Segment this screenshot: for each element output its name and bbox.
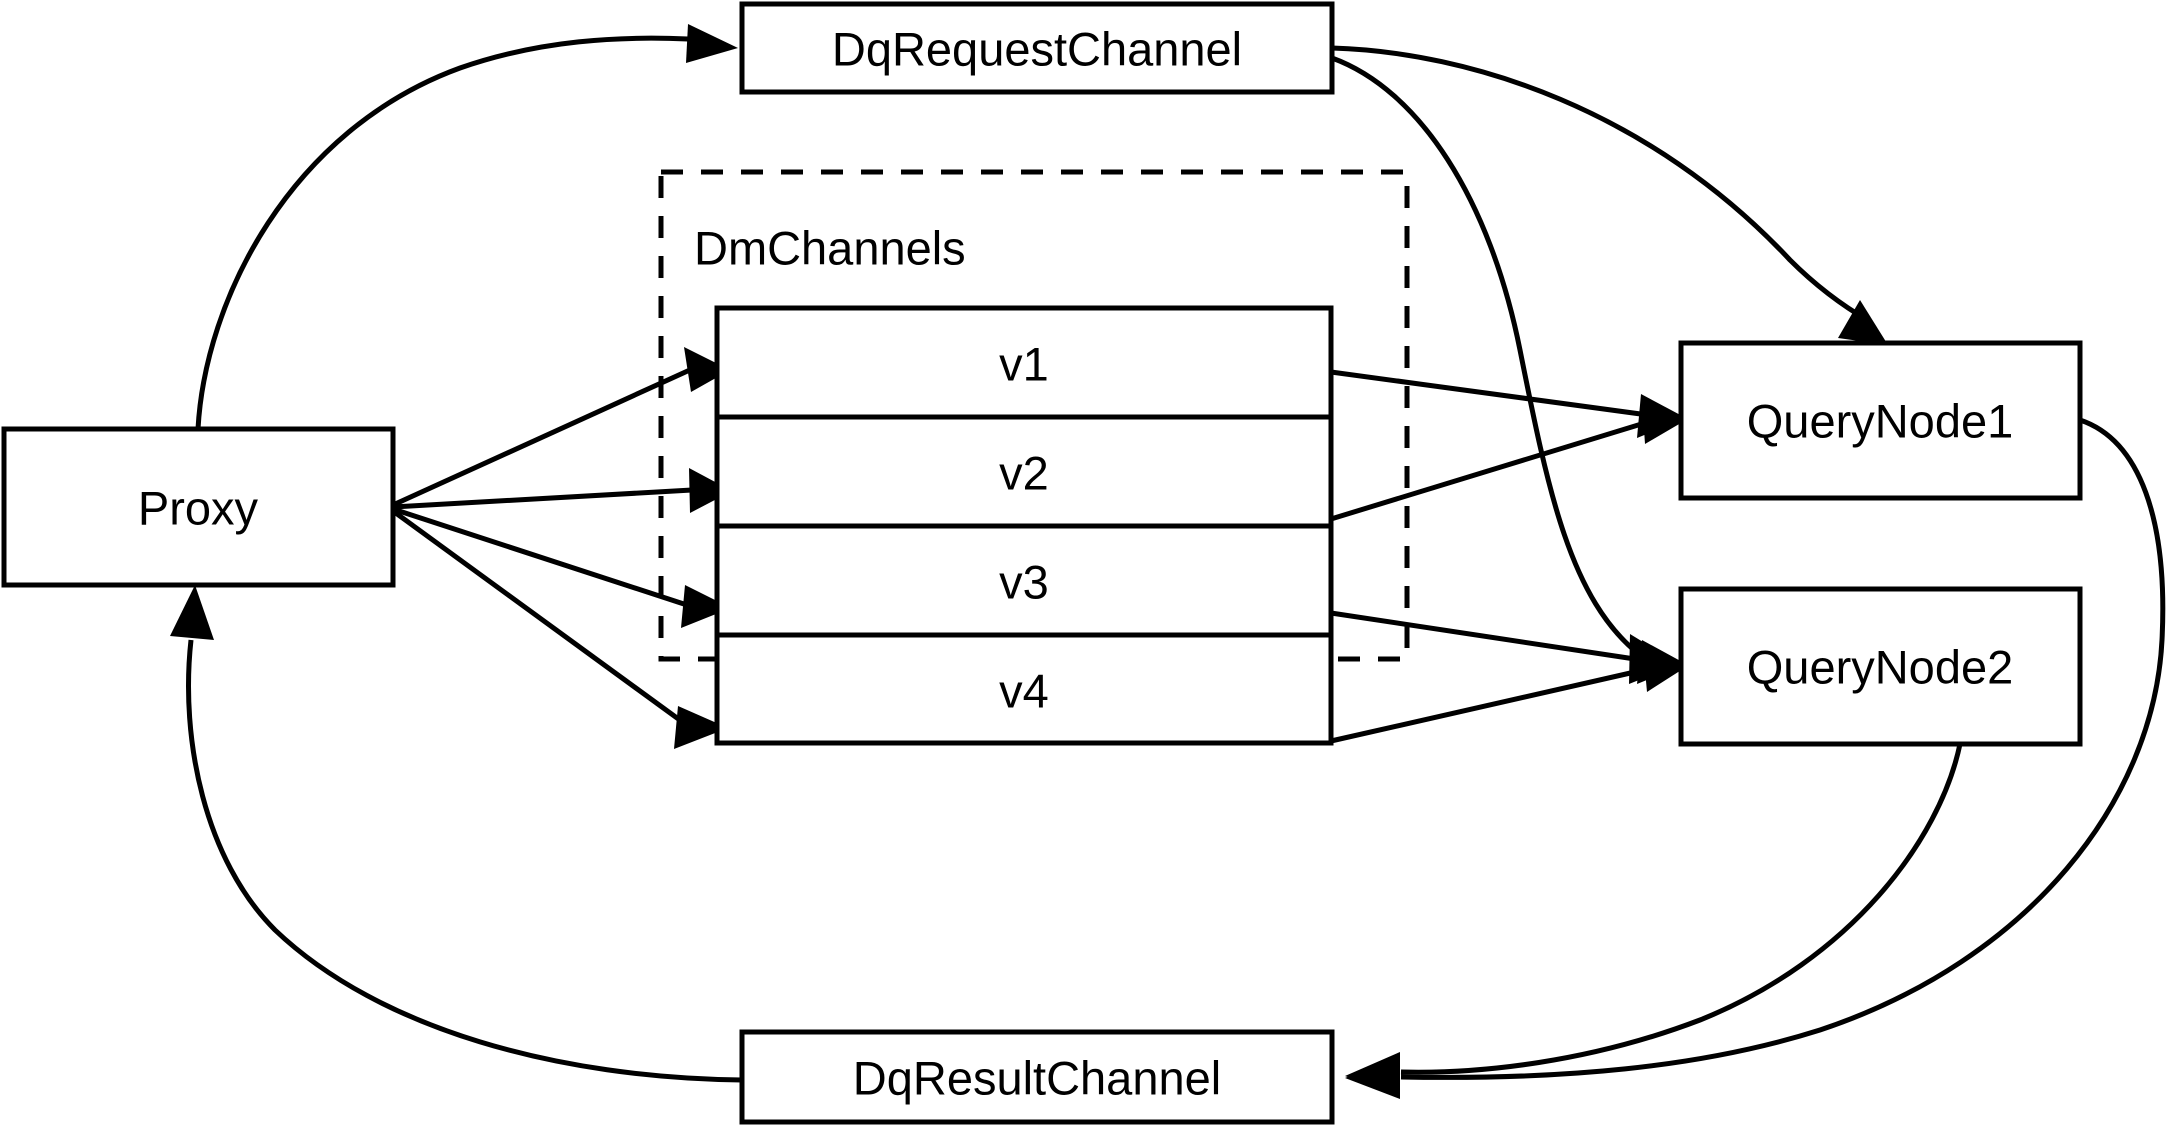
node-dq-result-channel[interactable]: DqResultChannel [739,1029,1335,1125]
node-dq-request-channel[interactable]: DqRequestChannel [739,1,1335,95]
edge-dq-request-channel-to-query-node-2 [1331,55,1679,684]
edge-v2-to-query-node-1 [1330,400,1686,522]
node-query-node-1-box[interactable] [1678,340,2083,501]
edge-dq-request-channel-to-query-node-1 [1331,45,1888,345]
edge-dq-result-channel-to-proxy [170,585,743,1083]
dm-channel-row-v1[interactable]: v1 [999,338,1049,391]
edge-proxy-to-v4 [391,508,728,749]
node-query-node-1-label: QueryNode1 [1747,395,2014,448]
node-dq-result-channel-label: DqResultChannel [853,1052,1221,1105]
edge-proxy-to-dq-request-channel [195,24,738,430]
dm-channel-row-v2[interactable]: v2 [999,447,1049,500]
node-query-node-2-box[interactable] [1678,586,2083,747]
dm-channels-label: DmChannels [694,222,966,275]
node-proxy[interactable]: Proxy [1,426,396,588]
node-query-node-2-label: QueryNode2 [1747,641,2014,694]
node-dq-request-channel-box[interactable] [739,1,1335,95]
edge-query-node-2-to-dq-result-channel [1345,743,1963,1096]
node-proxy-label: Proxy [138,482,259,535]
edge-proxy-to-v1 [391,347,730,508]
dm-channel-row-v4[interactable]: v4 [999,665,1049,718]
node-query-node-1[interactable]: QueryNode1 [1678,340,2083,501]
node-dq-request-channel-label: DqRequestChannel [832,23,1242,76]
edge-v4-to-query-node-2 [1330,648,1686,744]
node-proxy-box[interactable] [1,426,396,588]
node-query-node-2[interactable]: QueryNode2 [1678,586,2083,747]
edge-proxy-to-v2 [392,468,732,513]
node-dq-result-channel-box[interactable] [739,1029,1335,1125]
dm-channel-stack: v1 v2 v3 v4 [714,305,1334,746]
dm-channel-row-v3[interactable]: v3 [999,556,1049,609]
edge-proxy-to-v3 [392,506,731,628]
